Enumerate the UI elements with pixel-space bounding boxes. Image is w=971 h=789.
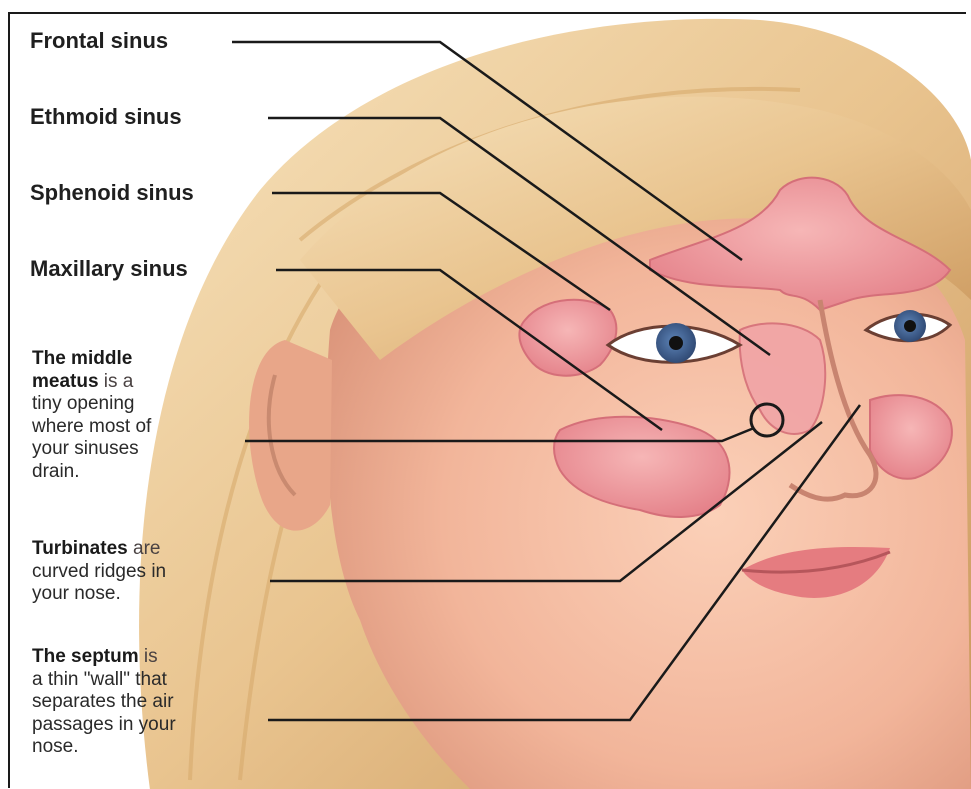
note-turbinates-line3: your nose. <box>32 583 272 606</box>
note-septum-line2: a thin "wall" that <box>32 669 272 692</box>
term-middle-meatus-1: The middle <box>32 348 132 369</box>
term-middle-meatus-2: meatus <box>32 371 99 392</box>
term-septum: The septum <box>32 646 139 667</box>
note-septum-rest: is <box>139 646 158 667</box>
note-septum-line4: passages in your <box>32 714 272 737</box>
note-turbinates-rest: are <box>128 538 161 559</box>
note-septum: The septum is a thin "wall" that separat… <box>32 646 272 759</box>
label-sphenoid-sinus: Sphenoid sinus <box>30 180 194 206</box>
note-turbinates: Turbinates are curved ridges in your nos… <box>32 538 272 606</box>
note-middle-meatus-line6: drain. <box>32 461 272 484</box>
note-middle-meatus-line5: your sinuses <box>32 438 272 461</box>
note-middle-meatus-line3: tiny opening <box>32 393 272 416</box>
note-septum-line5: nose. <box>32 736 272 759</box>
note-middle-meatus: The middle meatus is a tiny opening wher… <box>32 348 272 484</box>
note-septum-line3: separates the air <box>32 691 272 714</box>
note-turbinates-line2: curved ridges in <box>32 561 272 584</box>
note-middle-meatus-rest: is a <box>99 371 134 392</box>
label-frontal-sinus: Frontal sinus <box>30 28 168 54</box>
label-maxillary-sinus: Maxillary sinus <box>30 256 188 282</box>
term-turbinates: Turbinates <box>32 538 128 559</box>
label-ethmoid-sinus: Ethmoid sinus <box>30 104 182 130</box>
note-middle-meatus-line4: where most of <box>32 416 272 439</box>
